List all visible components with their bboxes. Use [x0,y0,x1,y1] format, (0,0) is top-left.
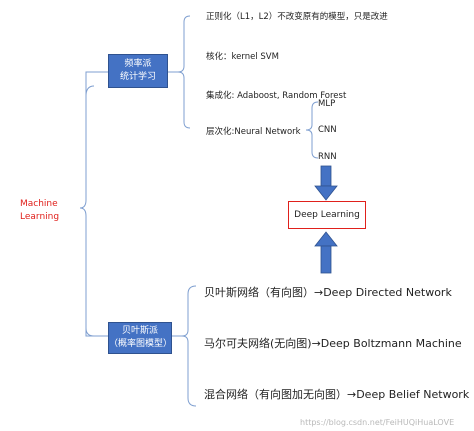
nn-item-mlp: MLP [318,99,336,109]
bayes-box-line2: （概率图模型） [109,339,173,349]
root-label-line2: Learning [20,212,60,222]
watermark: https://blog.csdn.net/FeiHUQiHuaLOVE [300,418,455,427]
nn-item-cnn: CNN [318,125,337,135]
freq-brace [177,15,191,129]
freq-box-line2: 统计学习 [119,72,156,82]
freq-item-regularization: 正则化（L1，L2）不改变原有的模型，只是改进 [206,12,388,22]
freq-item-hierarchical: 层次化:Neural Network [206,127,301,137]
deep-learning-box: Deep Learning [288,201,366,229]
bayes-school-box: 贝叶斯派 （概率图模型） [108,322,172,354]
root-bottom-link [85,328,108,337]
bayes-brace [181,285,197,407]
deep-learning-label: Deep Learning [294,210,360,220]
freq-school-box: 频率派 统计学习 [108,54,168,88]
root-label: Machine Learning [20,198,59,224]
down-arrow [314,165,338,201]
freq-box-line1: 频率派 [124,59,152,69]
nn-item-rnn: RNN [318,152,337,162]
bayes-item-undirected: 马尔可夫网络(无向图)→Deep Boltzmann Machine [204,337,462,350]
freq-item-kernel: 核化：kernel SVM [206,52,279,62]
up-arrow [314,231,338,274]
nn-brace [305,101,319,159]
root-brace [79,85,95,337]
bayes-item-directed: 贝叶斯网络（有向图）→Deep Directed Network [204,286,452,299]
root-label-line1: Machine [20,199,58,209]
bayes-box-line1: 贝叶斯派 [121,326,158,336]
root-top-link [85,71,94,96]
bayes-item-hybrid: 混合网络（有向图加无向图）→Deep Belief Network [204,388,470,401]
freq-item-ensemble: 集成化: Adaboost, Random Forest [206,91,347,101]
